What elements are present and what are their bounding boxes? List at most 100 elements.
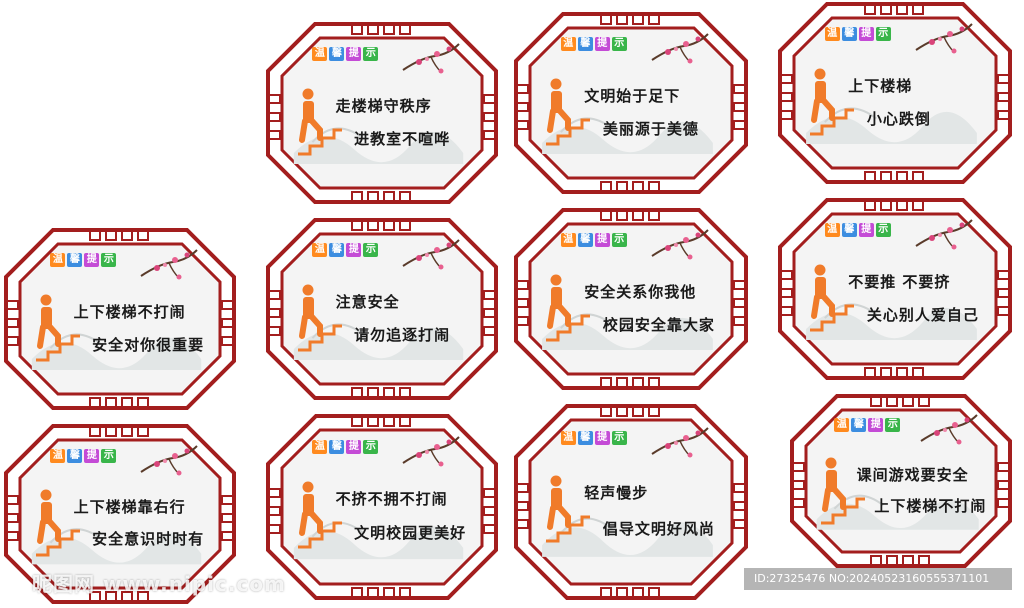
stair-walker-icon [546,274,591,342]
plum-blossom-icon [651,229,709,260]
sign-line-2: 安全意识时时有 [92,530,205,549]
badge-char: 提 [858,223,874,238]
stair-walker-icon [546,78,591,146]
stair-walker-icon [298,88,343,156]
lattice-frame [514,12,748,194]
sign-line-2: 请勿追逐打闹 [354,325,451,344]
notice-badge: 温馨提示 [312,47,379,62]
plum-blossom-icon [651,33,709,64]
sign-card: 注意安全 请勿追逐打闹 温馨提示 [266,218,498,400]
sign-card: 课间游戏要安全 上下楼梯不打闹 温馨提示 [790,394,1012,568]
sign-line-2: 小心跌倒 [866,109,931,128]
sign-line-2: 校园安全靠大家 [602,315,715,334]
badge-char: 示 [875,27,891,42]
sign-line-1: 不挤不拥不打闹 [335,490,448,509]
badge-char: 提 [84,253,100,268]
watermark-left: 昵图网 www.nipic.com [32,572,286,596]
lattice-frame [4,424,236,604]
lattice-frame [778,198,1012,380]
badge-char: 温 [312,47,328,62]
plum-blossom-icon [920,414,978,445]
lattice-frame [266,414,498,600]
plum-blossom-icon [139,249,198,280]
badge-char: 示 [875,223,891,238]
badge-char: 提 [868,418,884,433]
stair-walker-icon [36,489,81,557]
notice-badge: 温馨提示 [824,223,891,238]
stair-walker-icon [820,457,865,525]
badge-char: 温 [312,243,328,258]
badge-char: 馨 [329,47,345,62]
badge-char: 温 [50,253,66,268]
notice-badge: 温馨提示 [834,418,901,433]
badge-char: 温 [560,431,576,446]
sign-card: 轻声慢步 倡导文明好风尚 温馨提示 [514,404,748,600]
lattice-frame [778,2,1012,184]
badge-char: 示 [885,418,901,433]
badge-char: 温 [834,418,850,433]
badge-char: 馨 [67,449,83,464]
badge-char: 馨 [67,253,83,268]
badge-char: 提 [594,431,610,446]
sign-line-2: 关心别人爱自己 [866,305,979,324]
badge-char: 馨 [841,27,857,42]
sign-line-2: 文明校园更美好 [354,523,467,542]
sign-line-1: 上下楼梯 [848,76,913,95]
badge-char: 馨 [577,37,593,52]
sign-line-1: 上下楼梯靠右行 [73,498,186,516]
badge-char: 馨 [329,243,345,258]
sign-card: 文明始于足下 美丽源于美德 温馨提示 [514,12,748,194]
sign-card: 上下楼梯靠右行 安全意识时时有 温馨提示 [4,424,236,604]
sign-card: 安全关系你我他 校园安全靠大家 温馨提示 [514,208,748,390]
badge-char: 提 [858,27,874,42]
badge-char: 提 [594,233,610,248]
badge-char: 示 [611,431,627,446]
lattice-frame [514,404,748,600]
plum-blossom-icon [401,43,460,74]
plum-blossom-icon [915,219,973,250]
sign-card: 上下楼梯不打闹 安全对你很重要 温馨提示 [4,228,236,410]
badge-char: 提 [346,440,362,455]
plum-blossom-icon [401,239,460,270]
sign-line-1: 安全关系你我他 [584,282,697,301]
plum-blossom-icon [915,23,973,54]
sign-line-1: 轻声慢步 [584,484,649,503]
stair-walker-icon [298,284,343,352]
sign-line-2: 倡导文明好风尚 [602,519,715,538]
sign-card: 上下楼梯 小心跌倒 温馨提示 [778,2,1012,184]
badge-char: 示 [101,253,117,268]
sign-line-1: 不要推 不要挤 [848,272,951,291]
stair-walker-icon [298,481,343,549]
badge-char: 馨 [577,431,593,446]
badge-char: 示 [611,233,627,248]
sign-line-2: 美丽源于美德 [602,119,699,138]
badge-char: 示 [101,449,117,464]
sign-card: 不要推 不要挤 关心别人爱自己 温馨提示 [778,198,1012,380]
sign-line-1: 上下楼梯不打闹 [73,302,186,321]
sign-line-2: 进教室不喧哗 [354,129,451,148]
badge-char: 示 [363,47,379,62]
watermark-right: ID:27325476 NO:20240523160555371101 [744,568,1012,590]
badge-char: 温 [560,37,576,52]
notice-badge: 温馨提示 [50,253,117,268]
notice-badge: 温馨提示 [560,431,627,446]
badge-char: 馨 [841,223,857,238]
notice-badge: 温馨提示 [824,27,891,42]
badge-char: 提 [84,449,100,464]
lattice-frame [4,228,236,410]
sign-card: 不挤不拥不打闹 文明校园更美好 温馨提示 [266,414,498,600]
badge-char: 温 [824,27,840,42]
badge-char: 温 [312,440,328,455]
badge-char: 馨 [851,418,867,433]
badge-char: 提 [346,47,362,62]
plum-blossom-icon [139,445,198,476]
notice-badge: 温馨提示 [312,440,379,455]
notice-badge: 温馨提示 [50,449,117,464]
badge-char: 示 [611,37,627,52]
stair-walker-icon [546,475,591,543]
badge-char: 温 [824,223,840,238]
sign-line-2: 上下楼梯不打闹 [874,496,987,515]
sign-card: 走楼梯守秩序 进教室不喧哗 温馨提示 [266,22,498,204]
badge-char: 示 [363,440,379,455]
lattice-frame [266,22,498,204]
